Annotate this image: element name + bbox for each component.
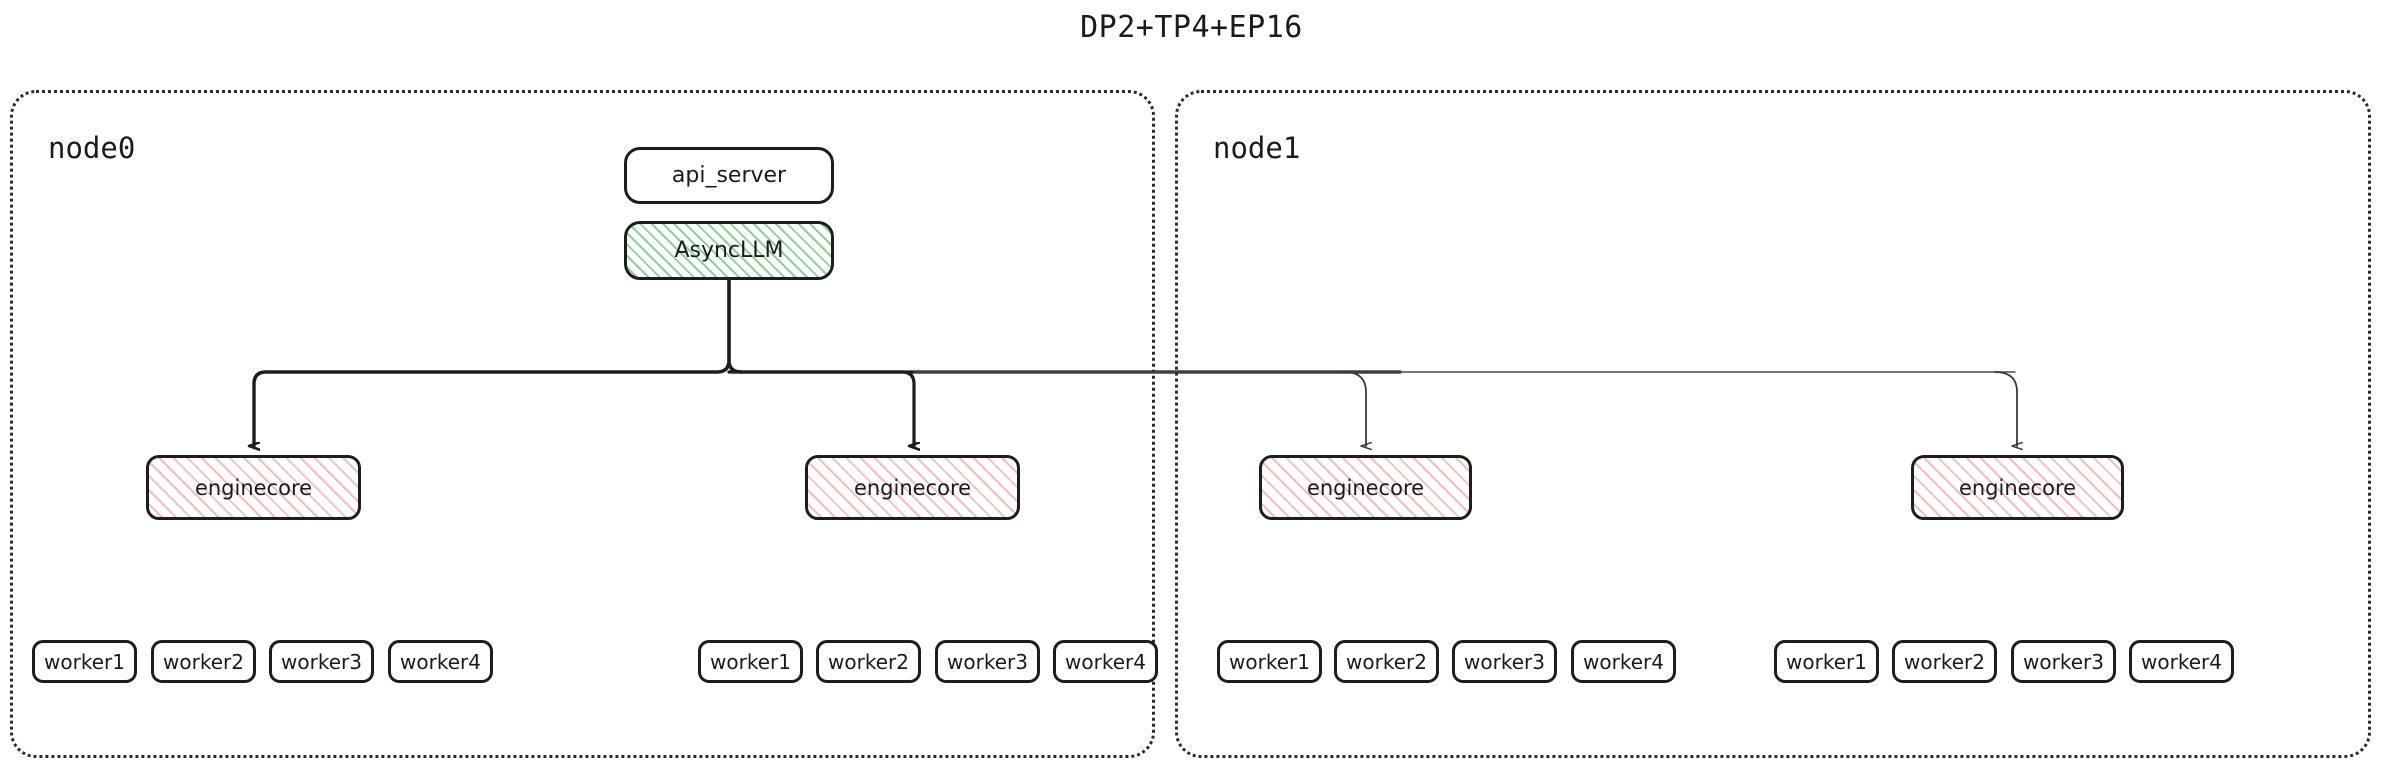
enginecore-box-node1-0[interactable]: enginecore — [1259, 455, 1472, 520]
node-label-node0: node0 — [48, 131, 136, 165]
api-server-box[interactable]: api_server — [624, 147, 834, 204]
page-title: DP2+TP4+EP16 — [1080, 10, 1303, 45]
worker-box[interactable]: worker4 — [1571, 640, 1676, 683]
worker-box[interactable]: worker2 — [151, 640, 256, 683]
worker-label: worker3 — [2023, 649, 2104, 674]
worker-box[interactable]: worker4 — [1053, 640, 1158, 683]
worker-label: worker1 — [1786, 649, 1867, 674]
async-llm-label: AsyncLLM — [674, 238, 784, 263]
worker-label: worker3 — [1464, 649, 1545, 674]
worker-label: worker2 — [1346, 649, 1427, 674]
node-group-node1 — [1175, 90, 2371, 758]
worker-label: worker4 — [1583, 649, 1664, 674]
worker-box[interactable]: worker3 — [935, 640, 1040, 683]
worker-label: worker4 — [1065, 649, 1146, 674]
enginecore-label: enginecore — [194, 475, 313, 500]
api-server-label: api_server — [671, 163, 787, 188]
worker-box[interactable]: worker1 — [698, 640, 803, 683]
worker-label: worker4 — [2141, 649, 2222, 674]
enginecore-box-node1-1[interactable]: enginecore — [1911, 455, 2124, 520]
worker-box[interactable]: worker4 — [2129, 640, 2234, 683]
worker-label: worker2 — [163, 649, 244, 674]
node-group-node0 — [10, 90, 1155, 758]
worker-box[interactable]: worker1 — [1217, 640, 1322, 683]
worker-label: worker2 — [828, 649, 909, 674]
worker-label: worker1 — [710, 649, 791, 674]
worker-box[interactable]: worker2 — [816, 640, 921, 683]
node-label-node1: node1 — [1213, 131, 1301, 165]
enginecore-label: enginecore — [853, 475, 972, 500]
worker-label: worker3 — [947, 649, 1028, 674]
enginecore-label: enginecore — [1958, 475, 2077, 500]
worker-box[interactable]: worker1 — [1774, 640, 1879, 683]
worker-box[interactable]: worker2 — [1892, 640, 1997, 683]
worker-label: worker3 — [281, 649, 362, 674]
worker-box[interactable]: worker3 — [2011, 640, 2116, 683]
worker-box[interactable]: worker3 — [269, 640, 374, 683]
worker-label: worker2 — [1904, 649, 1985, 674]
worker-label: worker1 — [1229, 649, 1310, 674]
enginecore-label: enginecore — [1306, 475, 1425, 500]
worker-box[interactable]: worker3 — [1452, 640, 1557, 683]
worker-box[interactable]: worker4 — [388, 640, 493, 683]
async-llm-box[interactable]: AsyncLLM — [624, 221, 834, 280]
worker-box[interactable]: worker2 — [1334, 640, 1439, 683]
enginecore-box-node0-1[interactable]: enginecore — [805, 455, 1020, 520]
worker-box[interactable]: worker1 — [32, 640, 137, 683]
enginecore-box-node0-0[interactable]: enginecore — [146, 455, 361, 520]
worker-label: worker1 — [44, 649, 125, 674]
worker-label: worker4 — [400, 649, 481, 674]
